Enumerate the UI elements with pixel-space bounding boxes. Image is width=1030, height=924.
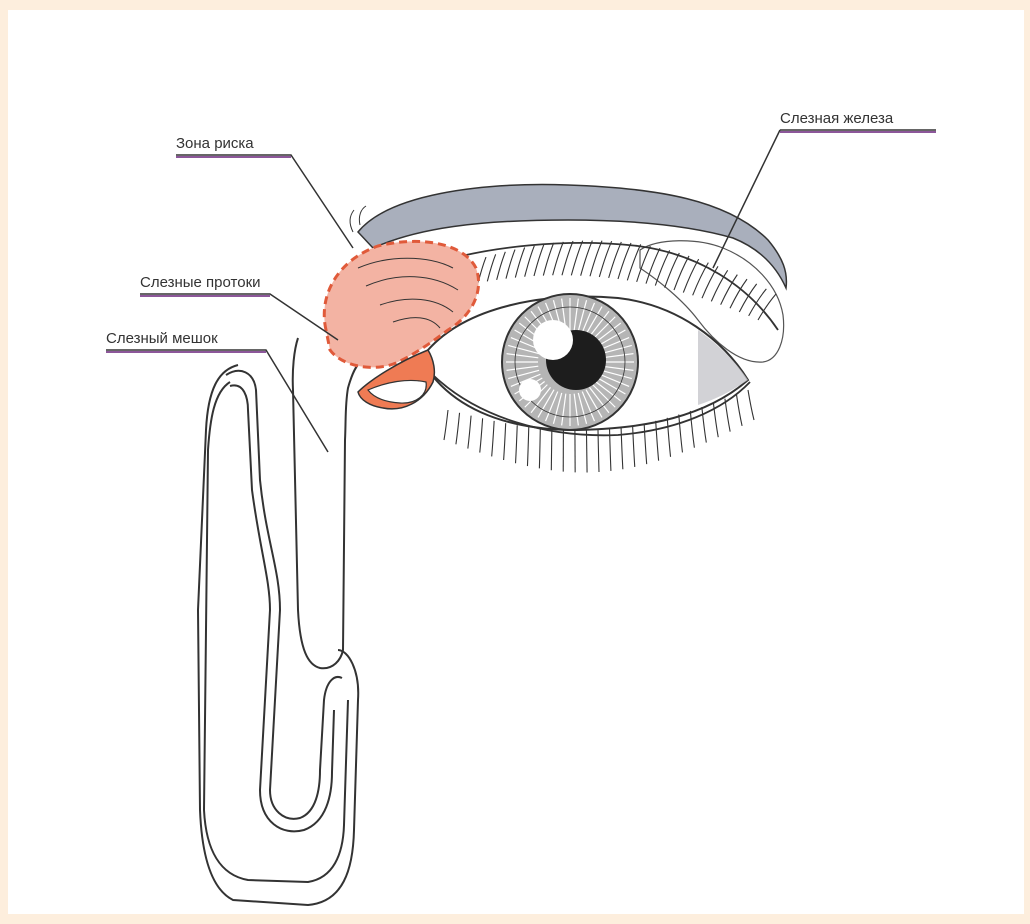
risk-zone-label: Зона риска [176,135,254,153]
lacrimal-gland-label: Слезная железа [780,110,893,128]
lacrimal-ducts-label: Слезные протоки [140,274,261,292]
lacrimal-sac-label: Слезный мешок [106,330,218,348]
lacrimal-sac-shape [198,338,364,905]
diagram-frame: Зона риска Слезные протоки Слезный мешок… [8,10,1024,914]
eye-anatomy-diagram [8,10,1024,914]
